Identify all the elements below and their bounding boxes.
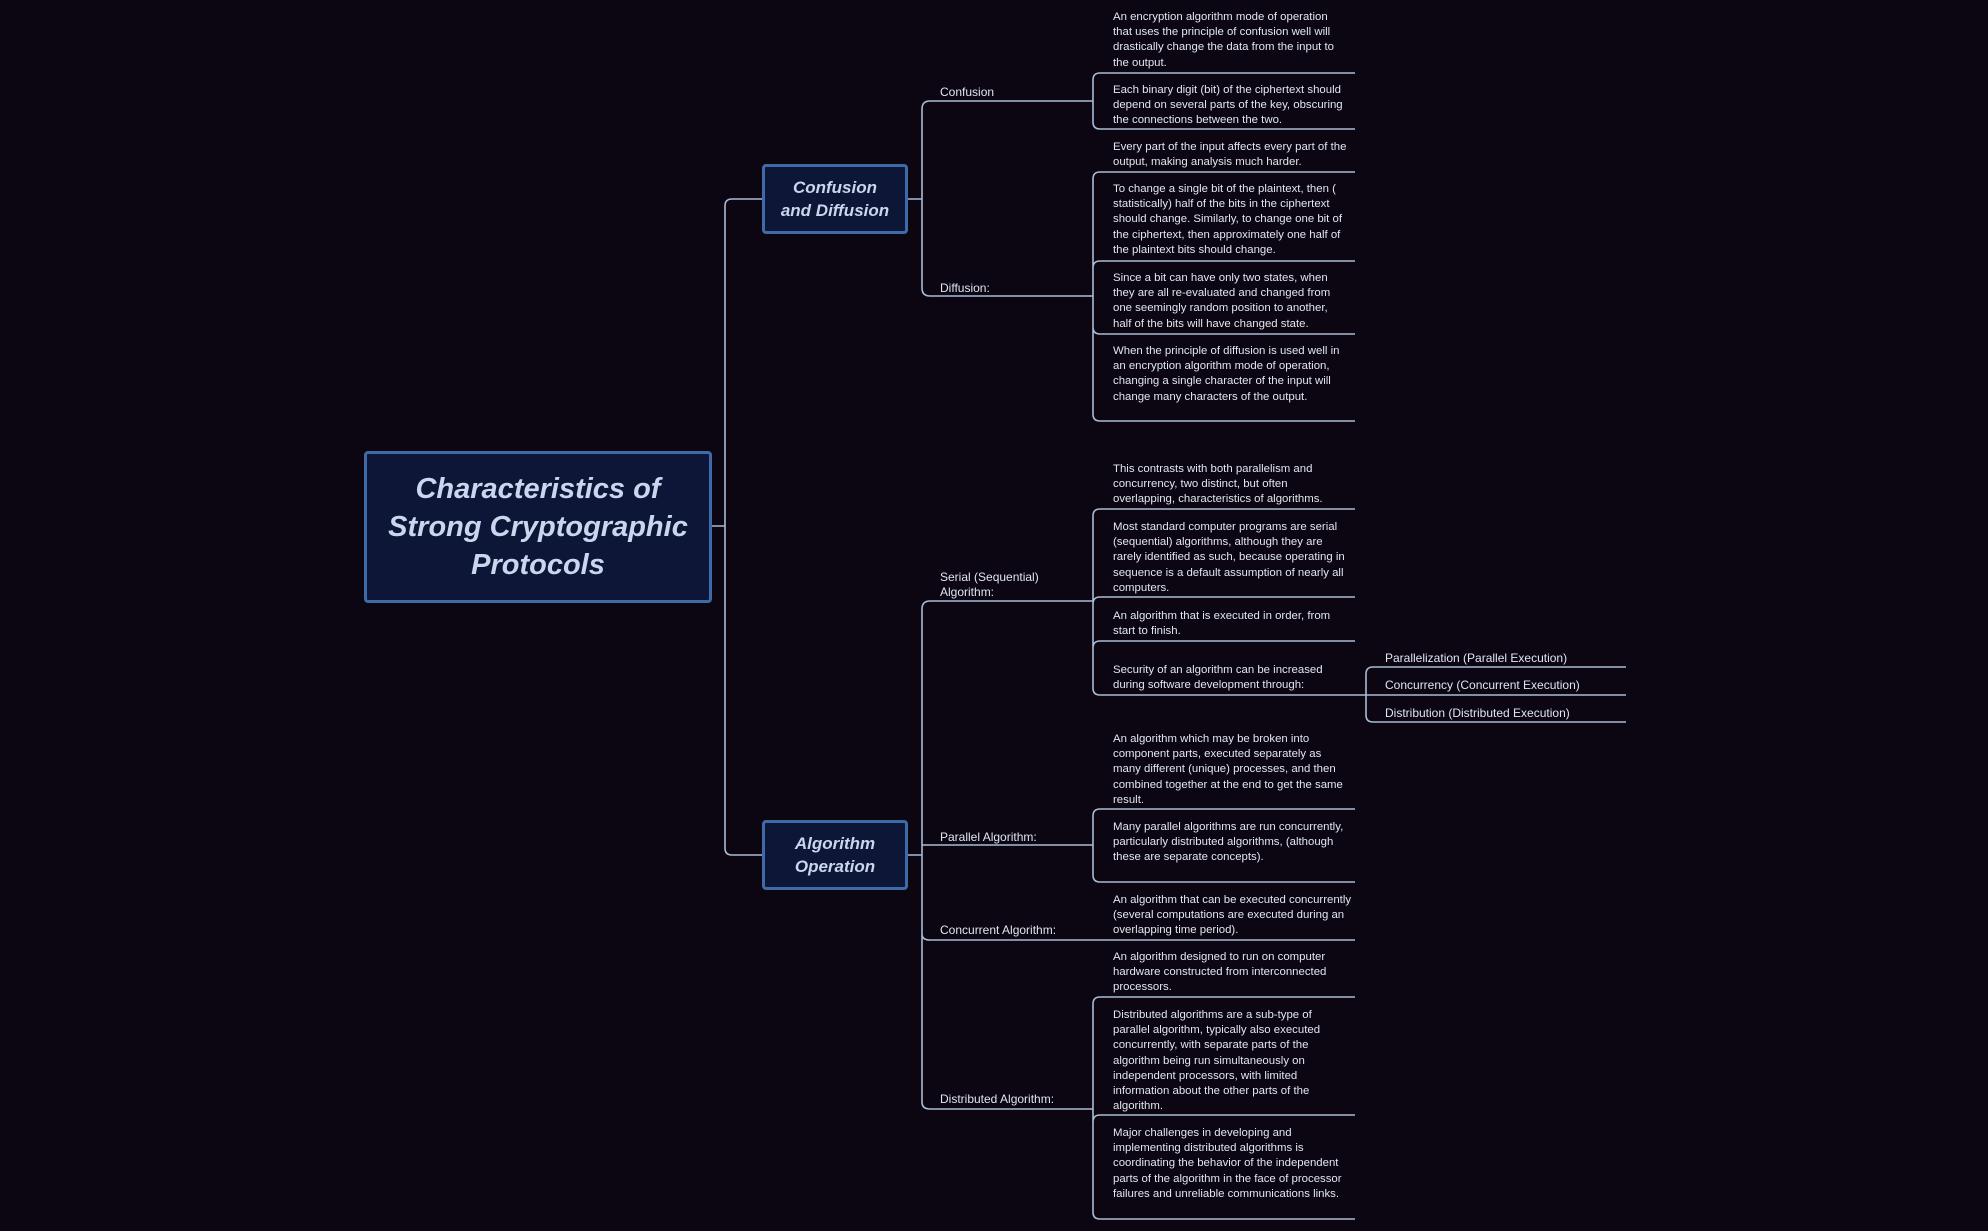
note-distributed-1: An algorithm designed to run on computer… (1113, 951, 1327, 994)
subtopic-concurrent-algorithm[interactable]: Concurrent Algorithm: (940, 923, 1057, 937)
subtopic-parallel-algorithm[interactable]: Parallel Algorithm: (940, 830, 1037, 844)
note-diffusion-1: Every part of the input affects every pa… (1113, 141, 1347, 169)
root-title-line-2: Strong Cryptographic (388, 511, 688, 543)
execution-type-concurrency[interactable]: Concurrency (Concurrent Execution) (1385, 678, 1580, 692)
branch-confusion-and-diffusion[interactable]: Confusion and Diffusion (762, 164, 908, 234)
note-serial-1: This contrasts with both parallelism and… (1113, 463, 1323, 506)
subtopic-confusion[interactable]: Confusion (940, 85, 995, 99)
branch-algorithm-operation[interactable]: Algorithm Operation (762, 820, 908, 890)
subtopic-serial-algorithm[interactable]: Serial (Sequential) Algorithm: (940, 570, 1039, 600)
branch-title-line-1: Confusion (792, 178, 878, 197)
subtopic-diffusion[interactable]: Diffusion: (940, 281, 990, 295)
connector-confusion (1092, 72, 1355, 130)
execution-type-parallelization[interactable]: Parallelization (Parallel Execution) (1385, 651, 1568, 665)
note-distributed-2: Distributed algorithms are a sub-type of… (1113, 1009, 1321, 1113)
root-node[interactable]: Characteristics of Strong Cryptographic … (364, 451, 712, 603)
note-serial-2: Most standard computer programs are seri… (1113, 521, 1345, 594)
branch-title-line-1: Algorithm (794, 834, 876, 853)
subtopic-distributed-algorithm[interactable]: Distributed Algorithm: (940, 1092, 1055, 1106)
note-confusion-2: Each binary digit (bit) of the ciphertex… (1113, 84, 1343, 127)
note-concurrent-1: An algorithm that can be executed concur… (1113, 894, 1352, 937)
branch-title-line-2: Operation (794, 857, 876, 876)
branch-title-line-2: and Diffusion (780, 201, 890, 220)
connector-ao-trunk (908, 600, 1093, 1110)
connector-parallel (1092, 808, 1355, 883)
note-parallel-1: An algorithm which may be broken into co… (1113, 733, 1343, 806)
root-title-line-1: Characteristics of (415, 473, 661, 505)
note-distributed-3: Major challenges in developing and imple… (1113, 1127, 1342, 1200)
subtopic-label-line-1: Serial (Sequential) (940, 570, 1039, 584)
execution-type-distribution[interactable]: Distribution (Distributed Execution) (1385, 706, 1570, 720)
note-confusion-1: An encryption algorithm mode of operatio… (1113, 11, 1334, 69)
note-diffusion-4: When the principle of diffusion is used … (1113, 345, 1340, 403)
connector-security (1355, 666, 1626, 723)
connector-cd-trunk (908, 100, 1093, 297)
note-diffusion-2: To change a single bit of the plaintext,… (1113, 183, 1343, 256)
note-serial-4: Security of an algorithm can be increase… (1113, 664, 1323, 692)
connector-root-trunk (712, 198, 762, 856)
connector-distributed (1092, 996, 1355, 1220)
root-title-line-3: Protocols (471, 549, 605, 581)
note-diffusion-3: Since a bit can have only two states, wh… (1113, 272, 1331, 330)
subtopic-label-line-2: Algorithm: (940, 585, 995, 599)
connector-diffusion (1092, 171, 1355, 422)
connector-serial (1092, 508, 1355, 696)
note-serial-3: An algorithm that is executed in order, … (1113, 610, 1331, 638)
note-parallel-2: Many parallel algorithms are run concurr… (1113, 821, 1344, 864)
